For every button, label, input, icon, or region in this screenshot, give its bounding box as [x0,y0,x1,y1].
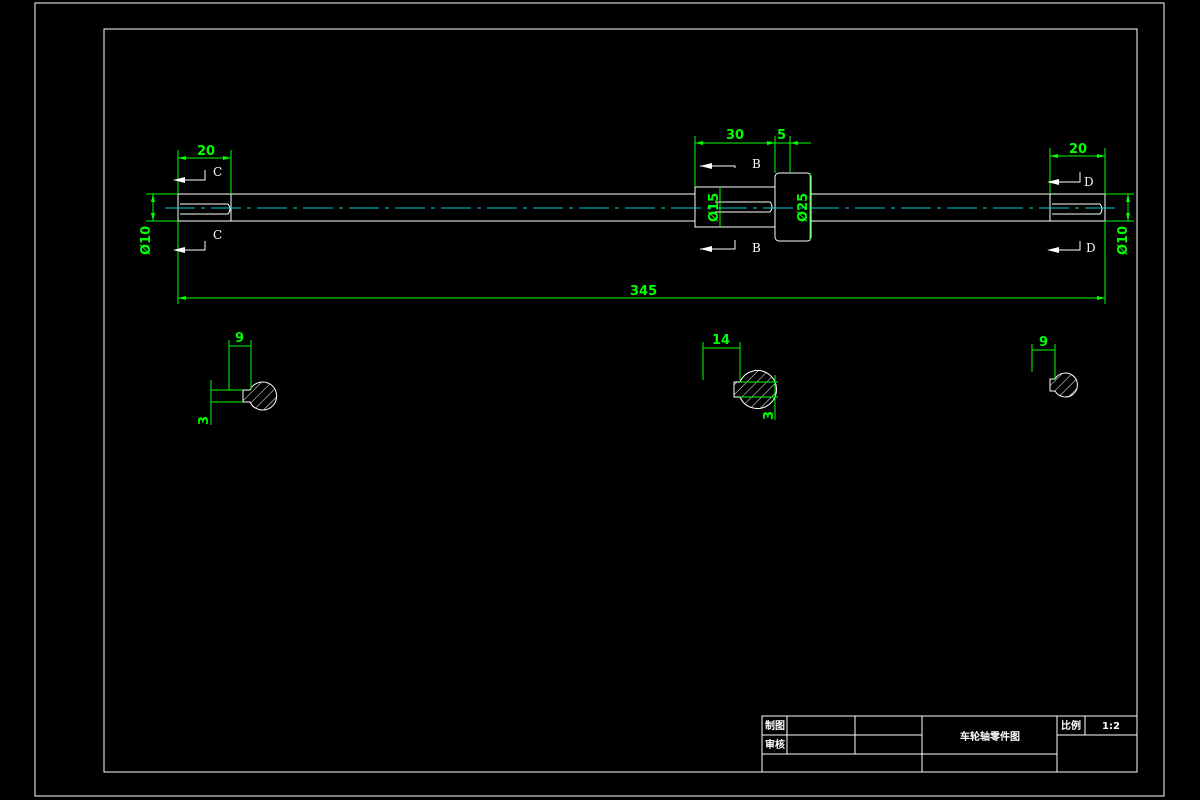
title-block-scale-label: 比例 [1061,719,1081,732]
dim-section-b-depth: 3 [762,411,777,420]
dimension-lines [146,136,1134,304]
section-label-b-top: B [752,157,761,171]
section-b [702,342,778,420]
sheet-border [34,2,1165,797]
title-block-title: 车轮轴零件图 [960,730,1020,743]
dim-section-b-width: 14 [712,333,730,348]
right-keyway [1052,203,1103,215]
dim-section-c-depth: 3 [197,416,212,425]
dim-left-diameter: Ø10 [139,226,154,255]
dim-section-d-width: 9 [1039,335,1048,350]
section-marker-arrows [173,163,1059,253]
dim-collar-length: 5 [777,128,786,143]
drawing-frame [103,28,1138,773]
section-label-b-bottom: B [752,241,761,255]
section-label-c-top: C [213,165,222,179]
section-label-d-bottom: D [1086,241,1096,255]
hub-keyway [715,201,773,213]
dim-hub-diameter: Ø15 [707,193,722,222]
dim-overall-length: 345 [630,284,657,299]
dim-left-key-length: 20 [197,144,215,159]
dim-hub-length: 30 [726,128,744,143]
dim-right-diameter: Ø10 [1116,226,1131,255]
title-block-checked-label: 审核 [765,738,785,751]
title-block-scale-value: 1:2 [1102,721,1120,732]
section-d [1031,344,1078,398]
section-label-d-top: D [1084,175,1094,189]
dimension-arrows [151,141,1130,300]
section-label-c-bottom: C [213,228,222,242]
shaft-main-view [177,172,1106,242]
title-block-drawn-label: 制图 [765,719,785,732]
dim-section-c-width: 9 [235,331,244,346]
dim-collar-diameter: Ø25 [796,193,811,222]
title-block [761,715,1138,773]
left-keyway [180,203,231,215]
collar [774,172,812,242]
dim-right-key-length: 20 [1069,142,1087,157]
section-c [210,340,278,425]
